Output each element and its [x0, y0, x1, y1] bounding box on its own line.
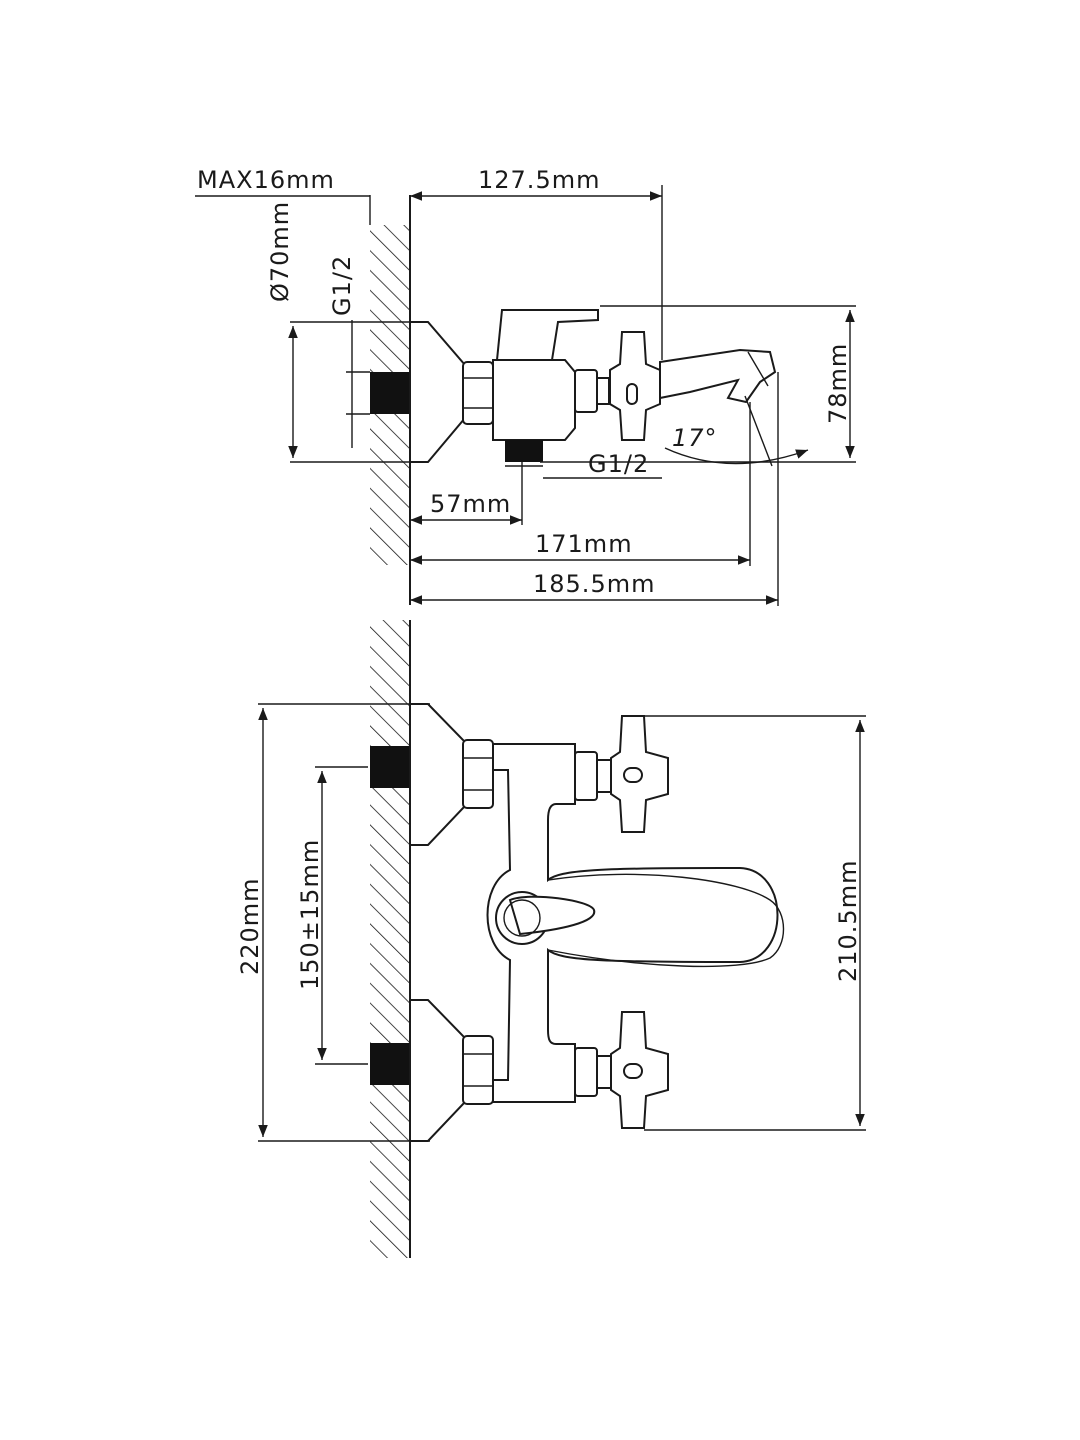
outlet-connector-side	[505, 440, 543, 462]
lever-handle-side	[495, 309, 599, 361]
hex-nut-lower	[462, 1035, 494, 1105]
spout-side	[659, 348, 777, 404]
hex-nut-upper	[462, 739, 494, 809]
valve-nut-side	[574, 369, 598, 413]
label-outlet-thread: G1/2	[588, 450, 649, 478]
side-view: MAX16mm 127.5mm Ø70mm G1/2 78mm 17° G1/2…	[195, 166, 856, 606]
label-handle-distance: 127.5mm	[478, 166, 600, 194]
inlet-pipe-side	[370, 372, 410, 414]
label-spout-angle: 17°	[672, 424, 718, 452]
label-spout-tip-distance: 171mm	[535, 530, 633, 558]
wall-section-bottom	[370, 620, 410, 1258]
flange-side	[409, 321, 466, 463]
hex-nut-side	[462, 361, 494, 425]
valve-nut-upper	[574, 751, 598, 801]
valve-nut-lower	[574, 1047, 598, 1097]
label-handle-span: 210.5mm	[834, 860, 862, 982]
label-outlet-offset: 57mm	[430, 490, 511, 518]
label-overall-projection: 185.5mm	[533, 570, 655, 598]
front-view: 220mm 150±15mm 210.5mm	[236, 620, 866, 1258]
label-inlet-thread: G1/2	[328, 255, 356, 316]
mixer-body-front	[486, 743, 779, 1103]
flange-lower	[409, 999, 466, 1142]
mixer-body-side	[492, 359, 576, 441]
label-inlet-spacing: 150±15mm	[296, 839, 324, 990]
inlet-pipe-lower	[370, 1043, 410, 1085]
inlet-pipe-upper	[370, 746, 410, 788]
label-overall-width: 220mm	[236, 877, 264, 975]
label-max-thickness: MAX16mm	[197, 166, 335, 194]
flange-upper	[409, 703, 466, 846]
label-flange-diameter: Ø70mm	[266, 201, 294, 302]
label-body-height: 78mm	[824, 343, 852, 424]
